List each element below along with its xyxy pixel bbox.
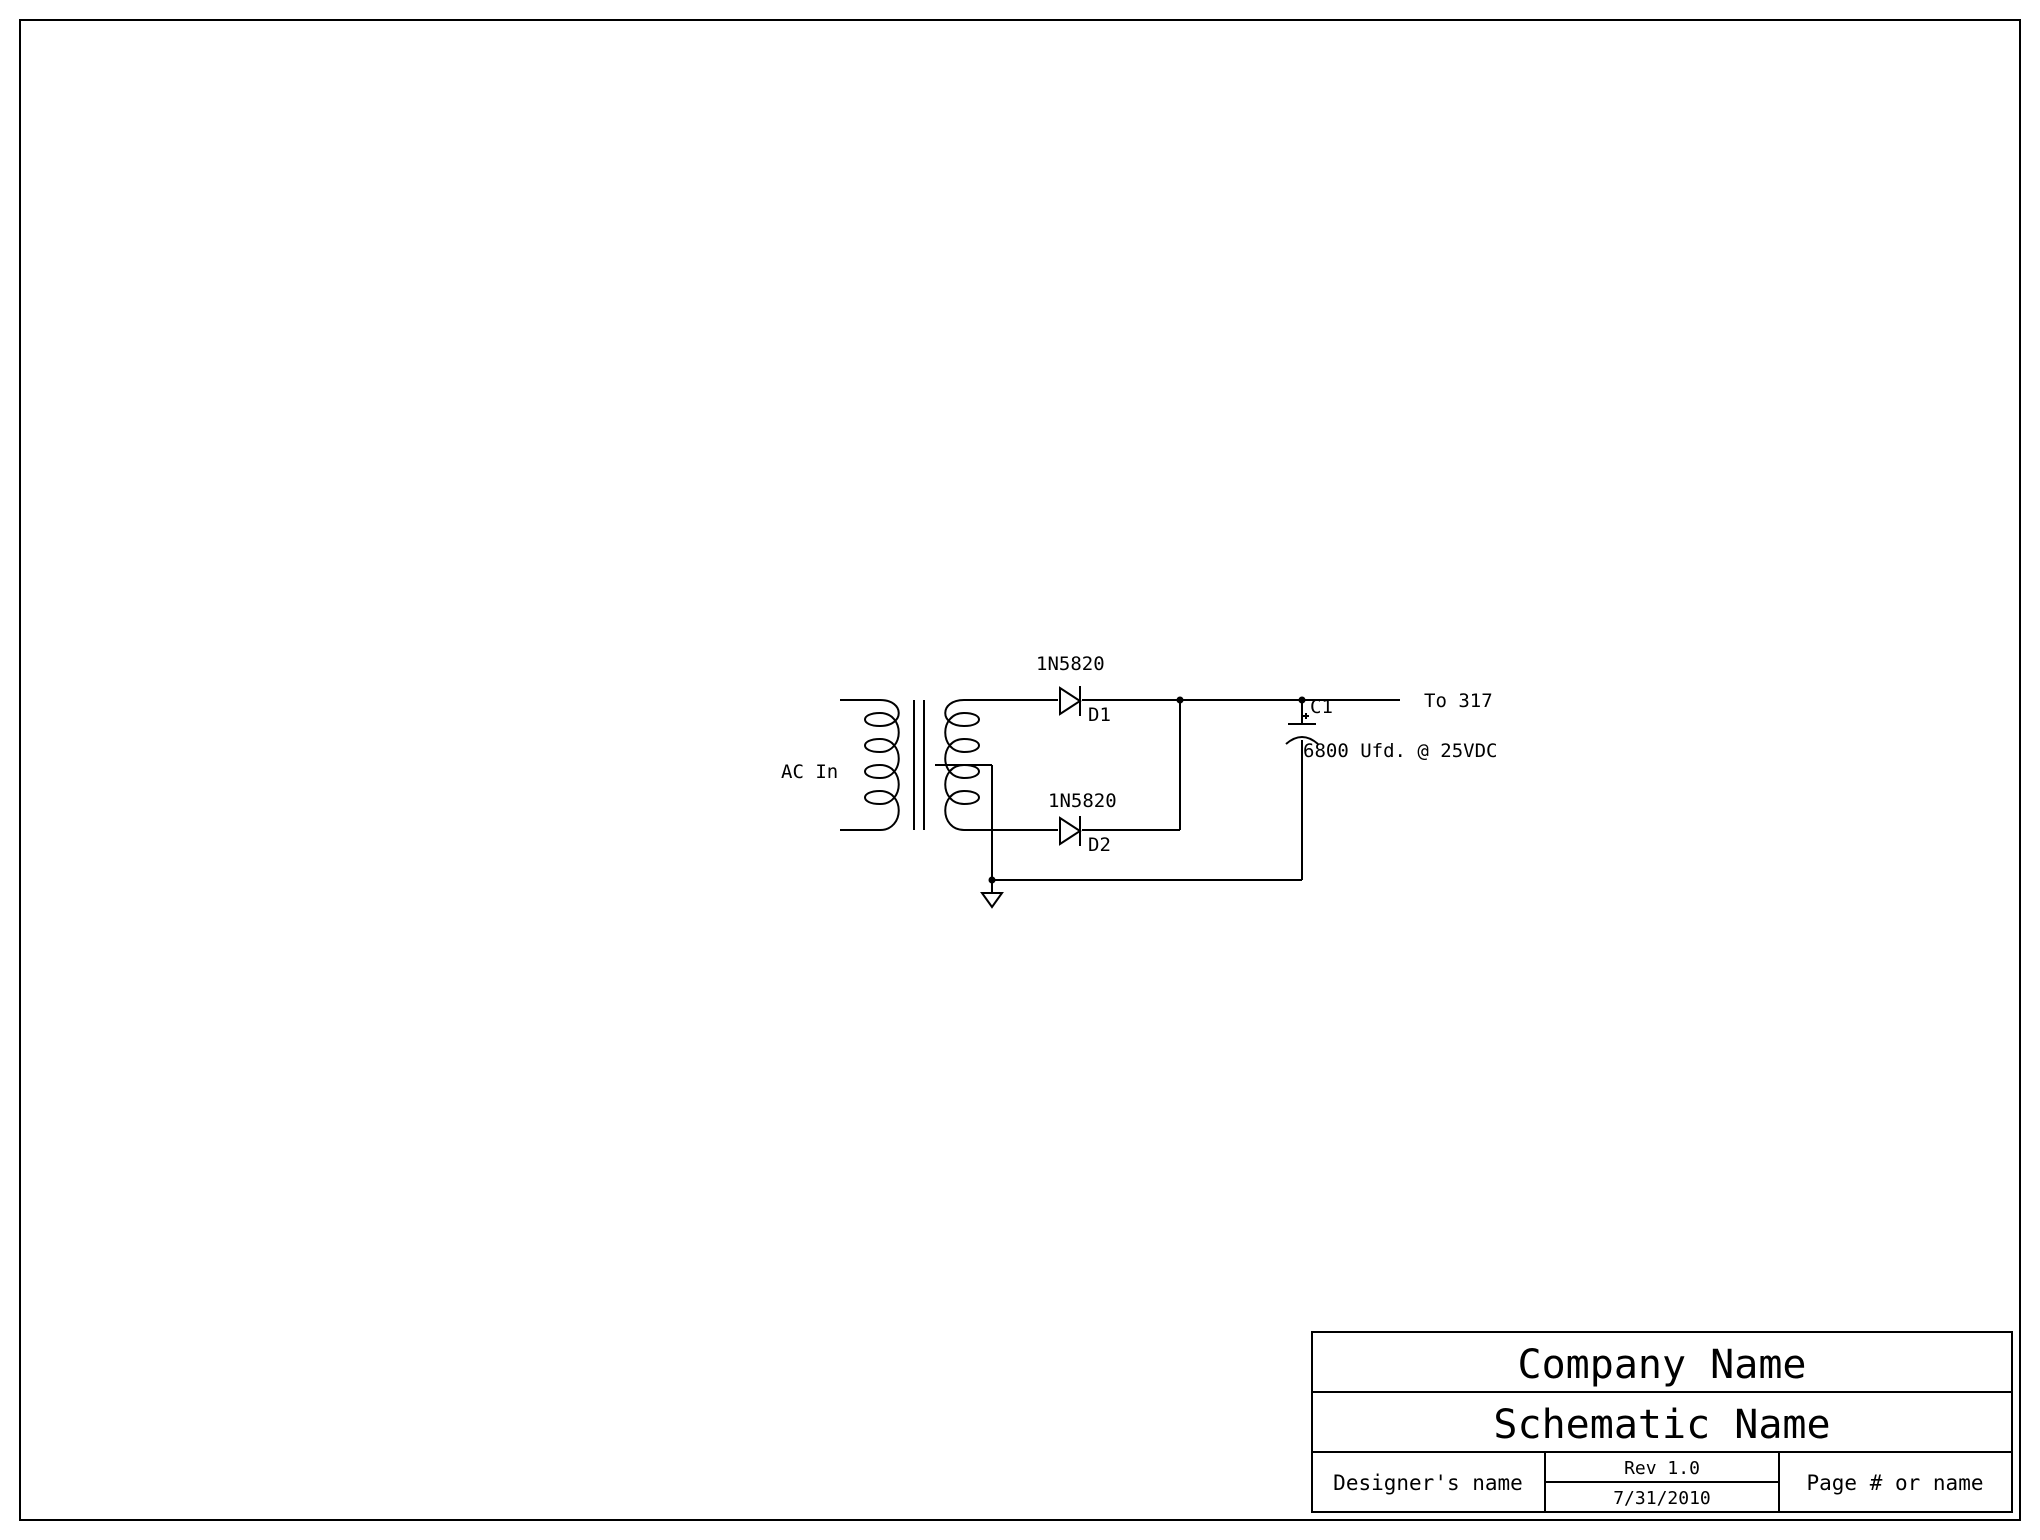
d1-part-label: 1N5820: [1036, 653, 1105, 675]
d1-ref-label: D1: [1088, 704, 1111, 726]
sheet-border: [19, 19, 2021, 1521]
d2-ref-label: D2: [1088, 834, 1111, 856]
revision: Rev 1.0: [1624, 1458, 1700, 1479]
ac-in-label: AC In: [781, 761, 838, 783]
page-name: Page # or name: [1806, 1471, 1983, 1495]
junction-dot: [1298, 696, 1306, 704]
diode-d2: [1059, 816, 1082, 846]
company-name: Company Name: [1518, 1342, 1807, 1388]
wires: [964, 699, 1400, 893]
junction-dot: [1176, 696, 1184, 704]
transformer: [840, 699, 992, 831]
junction-dot: [988, 876, 996, 884]
output-label: To 317: [1424, 690, 1493, 712]
designer-name: Designer's name: [1333, 1471, 1523, 1495]
date: 7/31/2010: [1613, 1488, 1711, 1509]
primary-coil: [864, 699, 900, 831]
diode-d1: [1059, 686, 1082, 716]
c1-ref-label: C1: [1310, 696, 1333, 718]
d2-part-label: 1N5820: [1048, 790, 1117, 812]
schematic-name: Schematic Name: [1493, 1402, 1830, 1448]
ground-symbol: [980, 892, 1004, 909]
title-block: Company Name Schematic Name Designer's n…: [1311, 1331, 2013, 1513]
c1-value-label: 6800 Ufd. @ 25VDC: [1303, 740, 1497, 762]
capacitor-c1: [1285, 713, 1319, 745]
secondary-coil: [944, 699, 980, 831]
